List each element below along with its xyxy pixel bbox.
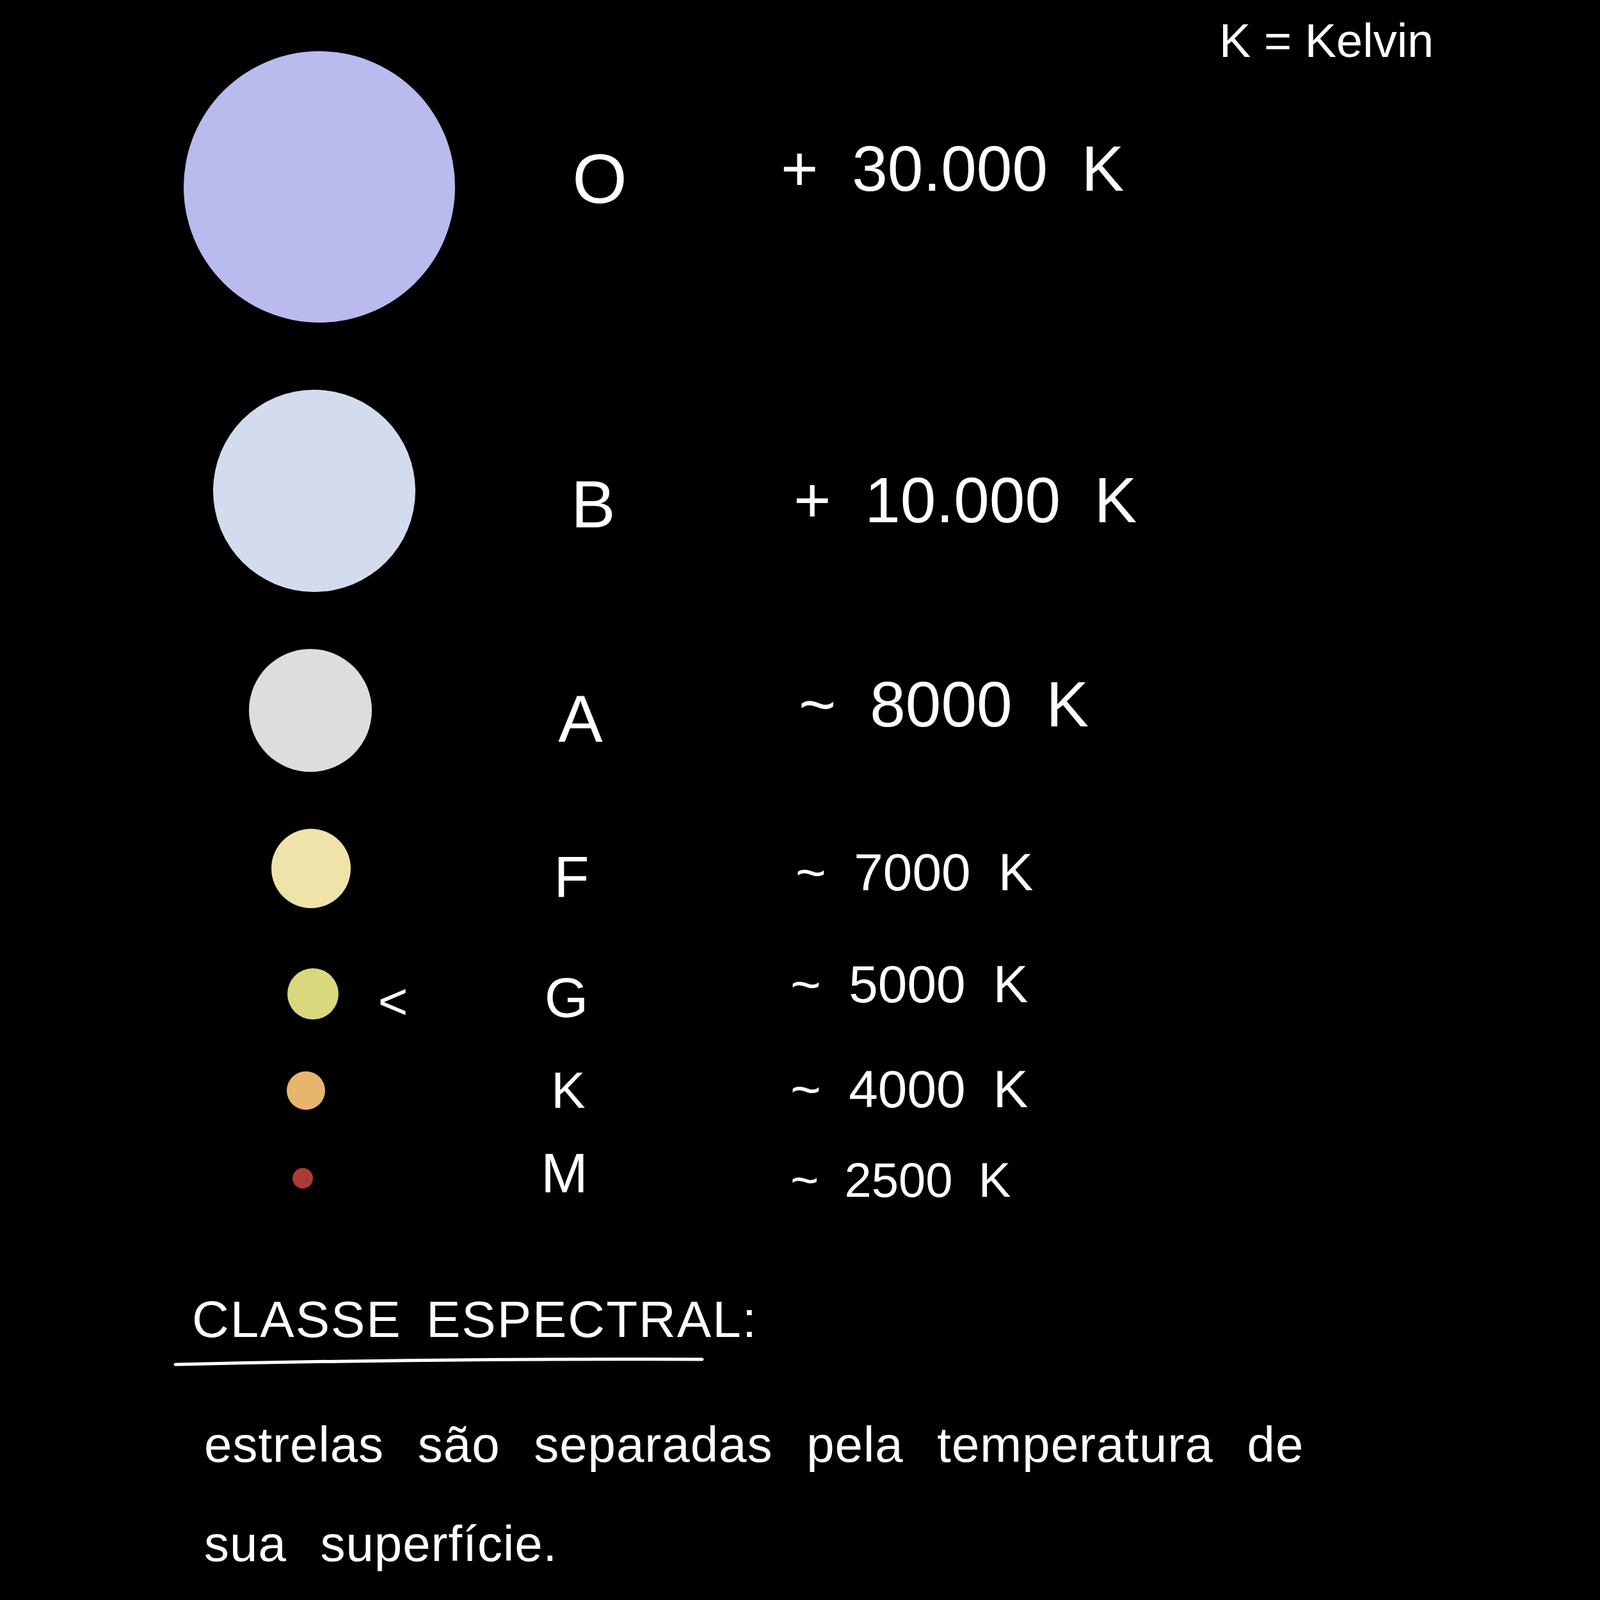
star-f [271, 828, 351, 909]
title-underline [175, 1359, 703, 1365]
spectral-class-letter: B [570, 466, 616, 544]
caption-text: estrelas são separadas pela temperatura … [204, 1395, 1395, 1594]
star-k [286, 1071, 326, 1110]
spectral-class-letter: O [572, 138, 628, 220]
unit-note: K = Kelvin [1219, 13, 1434, 68]
temperature-value: ~ 8000 K [798, 667, 1089, 742]
star-o [183, 51, 456, 323]
star-a [248, 648, 372, 772]
temperature-value: + 10.000 K [793, 463, 1138, 537]
spectral-class-letter: F [554, 844, 590, 911]
star-b [213, 389, 416, 592]
heading: CLASSE ESPECTRAL: [192, 1290, 758, 1350]
temperature-value: ~ 7000 K [795, 842, 1034, 903]
temperature-value: ~ 2500 K [790, 1152, 1011, 1208]
temperature-value: + 30.000 K [780, 131, 1125, 206]
spectral-class-letter: A [558, 680, 603, 758]
spectral-class-letter: K [551, 1061, 585, 1120]
sun-marker: < [378, 972, 409, 1032]
temperature-value: ~ 4000 K [790, 1059, 1029, 1120]
spectral-class-letter: M [540, 1140, 588, 1206]
temperature-value: ~ 5000 K [790, 954, 1029, 1015]
star-g [287, 968, 339, 1020]
star-m [292, 1168, 313, 1189]
spectral-class-letter: G [544, 965, 589, 1030]
